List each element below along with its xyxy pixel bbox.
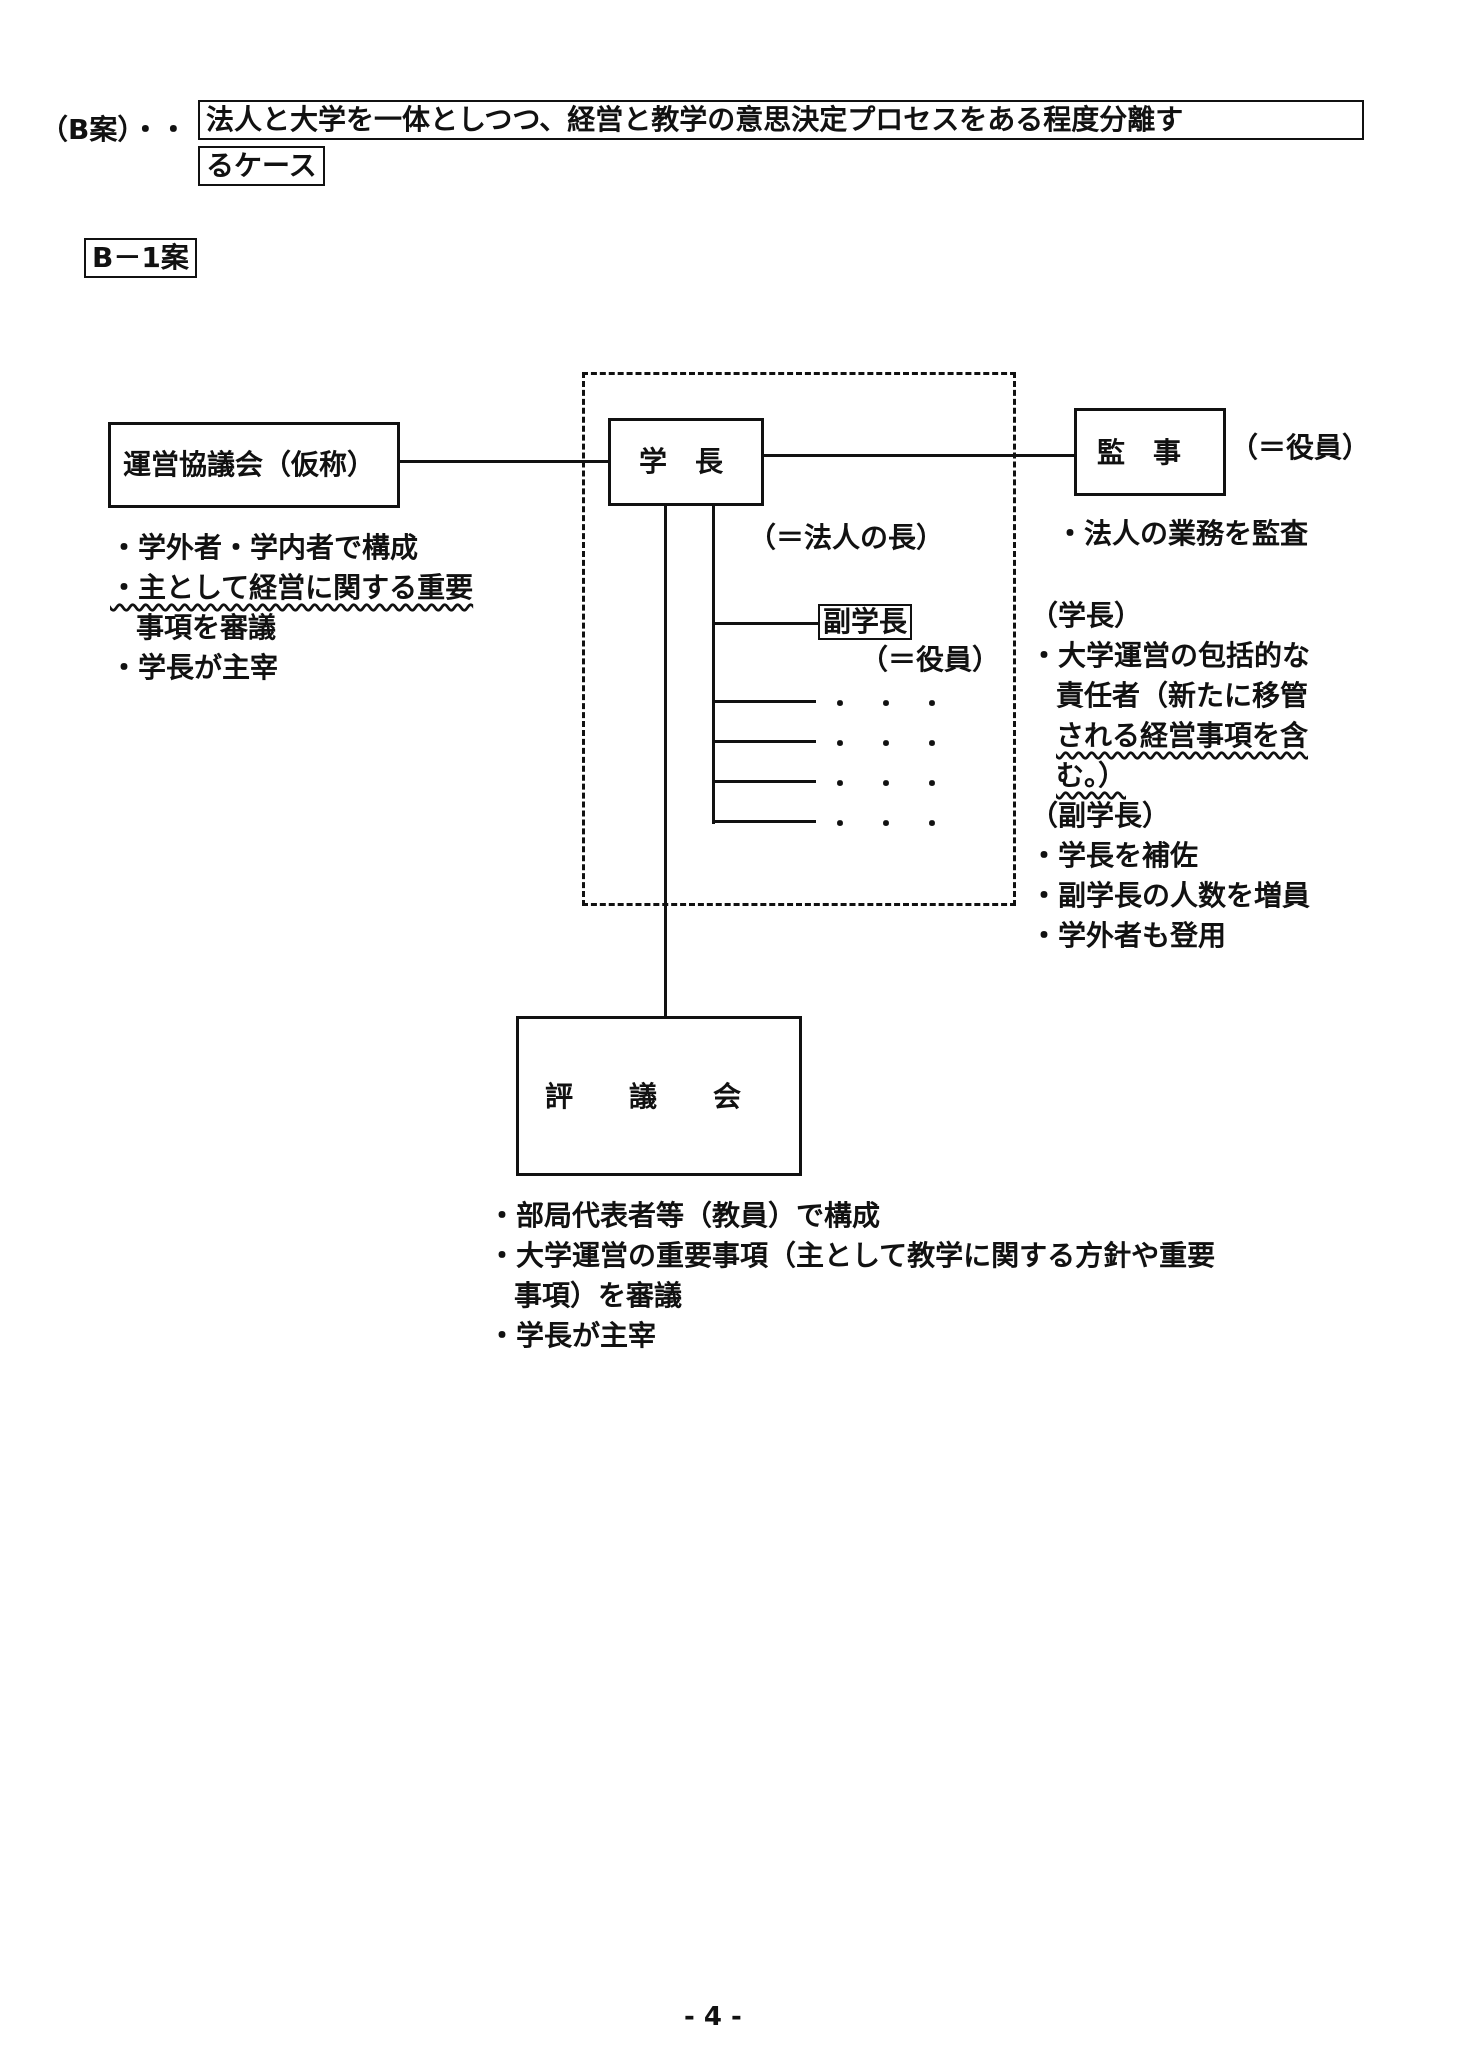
president-box: 学 長 xyxy=(608,418,764,506)
president-notes-heading: （学長） xyxy=(1030,599,1143,632)
auditor-label: 監 事 xyxy=(1097,436,1182,469)
connector-staff-4 xyxy=(712,820,816,823)
vice-president-note-1: ・学長を補佐 xyxy=(1030,839,1199,872)
page-number: - 4 - xyxy=(684,2002,742,2032)
vice-president-role-note: （＝役員） xyxy=(860,643,1001,676)
senate-label: 評 議 会 xyxy=(545,1080,742,1113)
auditor-box: 監 事 xyxy=(1074,408,1226,496)
council-notes: ・学外者・学内者で構成 ・主として経営に関する重要 事項を審議 ・学長が主宰 xyxy=(110,528,473,688)
senate-note-2b: 事項）を審議 xyxy=(514,1279,683,1312)
staff-ellipsis-2: ・・・ xyxy=(828,730,966,758)
senate-note-3: ・学長が主宰 xyxy=(488,1319,657,1352)
council-label: 運営協議会（仮称） xyxy=(123,448,376,481)
executive-group-frame xyxy=(582,372,1016,906)
staff-ellipsis-4: ・・・ xyxy=(828,810,966,838)
vice-president-notes-heading: （副学長） xyxy=(1030,799,1171,832)
senate-note-1: ・部局代表者等（教員）で構成 xyxy=(488,1199,881,1232)
auditor-note-1: ・法人の業務を監査 xyxy=(1056,517,1309,550)
vice-president-note-3: ・学外者も登用 xyxy=(1030,919,1227,952)
senate-notes: ・部局代表者等（教員）で構成 ・大学運営の重要事項（主として教学に関する方針や重… xyxy=(488,1196,1215,1356)
staff-ellipsis-3: ・・・ xyxy=(828,770,966,798)
council-box: 運営協議会（仮称） xyxy=(108,422,400,508)
auditor-role-note: （＝役員） xyxy=(1230,431,1371,464)
staff-ellipsis-1: ・・・ xyxy=(828,690,966,718)
council-note-2b: 事項を審議 xyxy=(136,611,277,644)
council-note-1: ・学外者・学内者で構成 xyxy=(110,531,419,564)
proposal-title-line1: 法人と大学を一体としつつ、経営と教学の意思決定プロセスをある程度分離す xyxy=(198,100,1364,140)
vice-president-label: 副学長 xyxy=(818,604,913,640)
connector-president-senate xyxy=(664,502,667,1019)
vice-president-note-2: ・副学長の人数を増員 xyxy=(1030,879,1311,912)
president-role-note: （＝法人の長） xyxy=(748,521,945,554)
proposal-title-line2: るケース xyxy=(198,146,325,186)
president-note-1d: む。） xyxy=(1056,759,1127,792)
president-notes: （学長） ・大学運営の包括的な 責任者（新たに移管 される経営事項を含 む。） … xyxy=(1030,596,1310,956)
connector-council-president xyxy=(398,460,610,463)
connector-staff-1 xyxy=(712,700,816,703)
president-note-1a: ・大学運営の包括的な xyxy=(1030,639,1311,672)
president-label: 学 長 xyxy=(639,445,724,478)
connector-president-auditor xyxy=(762,454,1074,457)
president-note-1b: 責任者（新たに移管 xyxy=(1056,679,1309,712)
connector-vice xyxy=(712,622,820,625)
senate-note-2a: ・大学運営の重要事項（主として教学に関する方針や重要 xyxy=(488,1239,1216,1272)
auditor-notes: ・法人の業務を監査 xyxy=(1056,514,1308,554)
proposal-label: （B案）・・ xyxy=(40,113,188,146)
council-note-3: ・学長が主宰 xyxy=(110,651,279,684)
connector-staff-2 xyxy=(712,740,816,743)
connector-president-staff xyxy=(712,502,715,824)
senate-box: 評 議 会 xyxy=(516,1016,802,1176)
council-note-2a: ・主として経営に関する重要 xyxy=(110,571,474,604)
section-tag: B－1案 xyxy=(84,238,197,278)
president-note-1c: される経営事項を含 xyxy=(1056,719,1309,752)
connector-staff-3 xyxy=(712,780,816,783)
